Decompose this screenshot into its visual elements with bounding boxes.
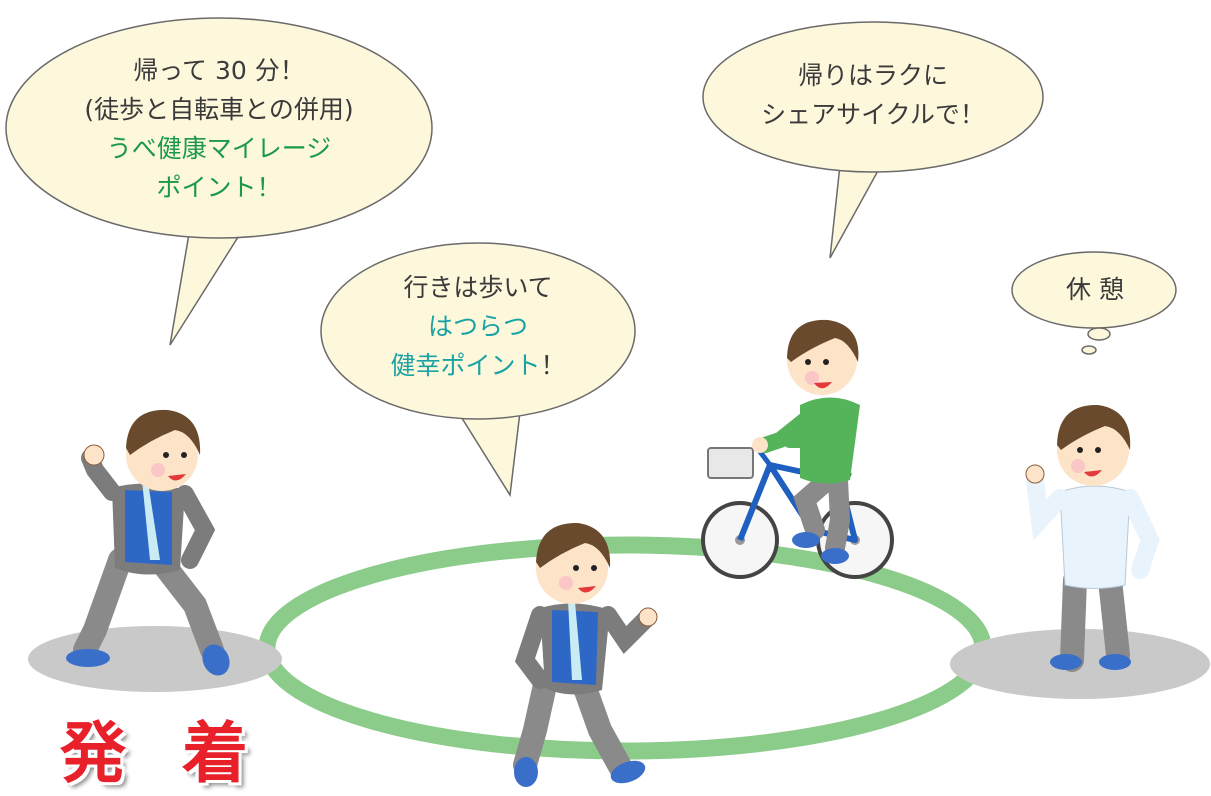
- cyclist-person: [701, 319, 894, 579]
- right-bubble-line-2: シェアサイクルで！: [761, 100, 985, 129]
- left-bubble-points: ポイント！: [156, 173, 282, 202]
- left-bubble-line-2: (徒歩と自転車との併用): [84, 95, 354, 124]
- left-bubble-line-1: 帰って 30 分！: [133, 56, 305, 85]
- rest-thought-bubble: [1011, 251, 1177, 355]
- resting-person: [1025, 404, 1160, 672]
- middle-speech-bubble: [320, 242, 636, 498]
- middle-bubble-exclaim: ！: [540, 351, 566, 380]
- arrive-label: 着: [182, 715, 250, 792]
- middle-bubble-line-1: 行きは歩いて: [403, 273, 553, 302]
- right-bubble-text: 帰りはラクに シェアサイクルで！: [730, 56, 1016, 134]
- left-bubble-text: 帰って 30 分！ (徒歩と自転車との併用) うべ健康マイレージ ポイント！: [55, 51, 383, 207]
- middle-bubble-line-2: はつらつ: [427, 312, 528, 341]
- middle-bubble-text: 行きは歩いて はつらつ 健幸ポイント！: [358, 268, 598, 385]
- depart-label: 発: [60, 715, 128, 792]
- right-bubble-line-1: 帰りはラクに: [797, 61, 948, 90]
- middle-bubble-line-3: 健幸ポイント！: [358, 346, 598, 385]
- left-speech-bubble: [5, 17, 433, 346]
- right-speech-bubble: [702, 21, 1044, 259]
- middle-bubble-points: 健幸ポイント: [390, 351, 541, 380]
- rest-label: 休 憩: [1066, 275, 1124, 304]
- depart-arrive-sign: 発着: [60, 700, 250, 796]
- walking-person-middle: [513, 522, 658, 787]
- left-bubble-line-4: ポイント！: [55, 168, 383, 207]
- rest-bubble-text: 休 憩: [1040, 270, 1150, 309]
- start-ground-disc: [28, 626, 282, 692]
- left-bubble-line-3: うべ健康マイレージ: [106, 134, 332, 163]
- walking-person-start: [66, 409, 230, 676]
